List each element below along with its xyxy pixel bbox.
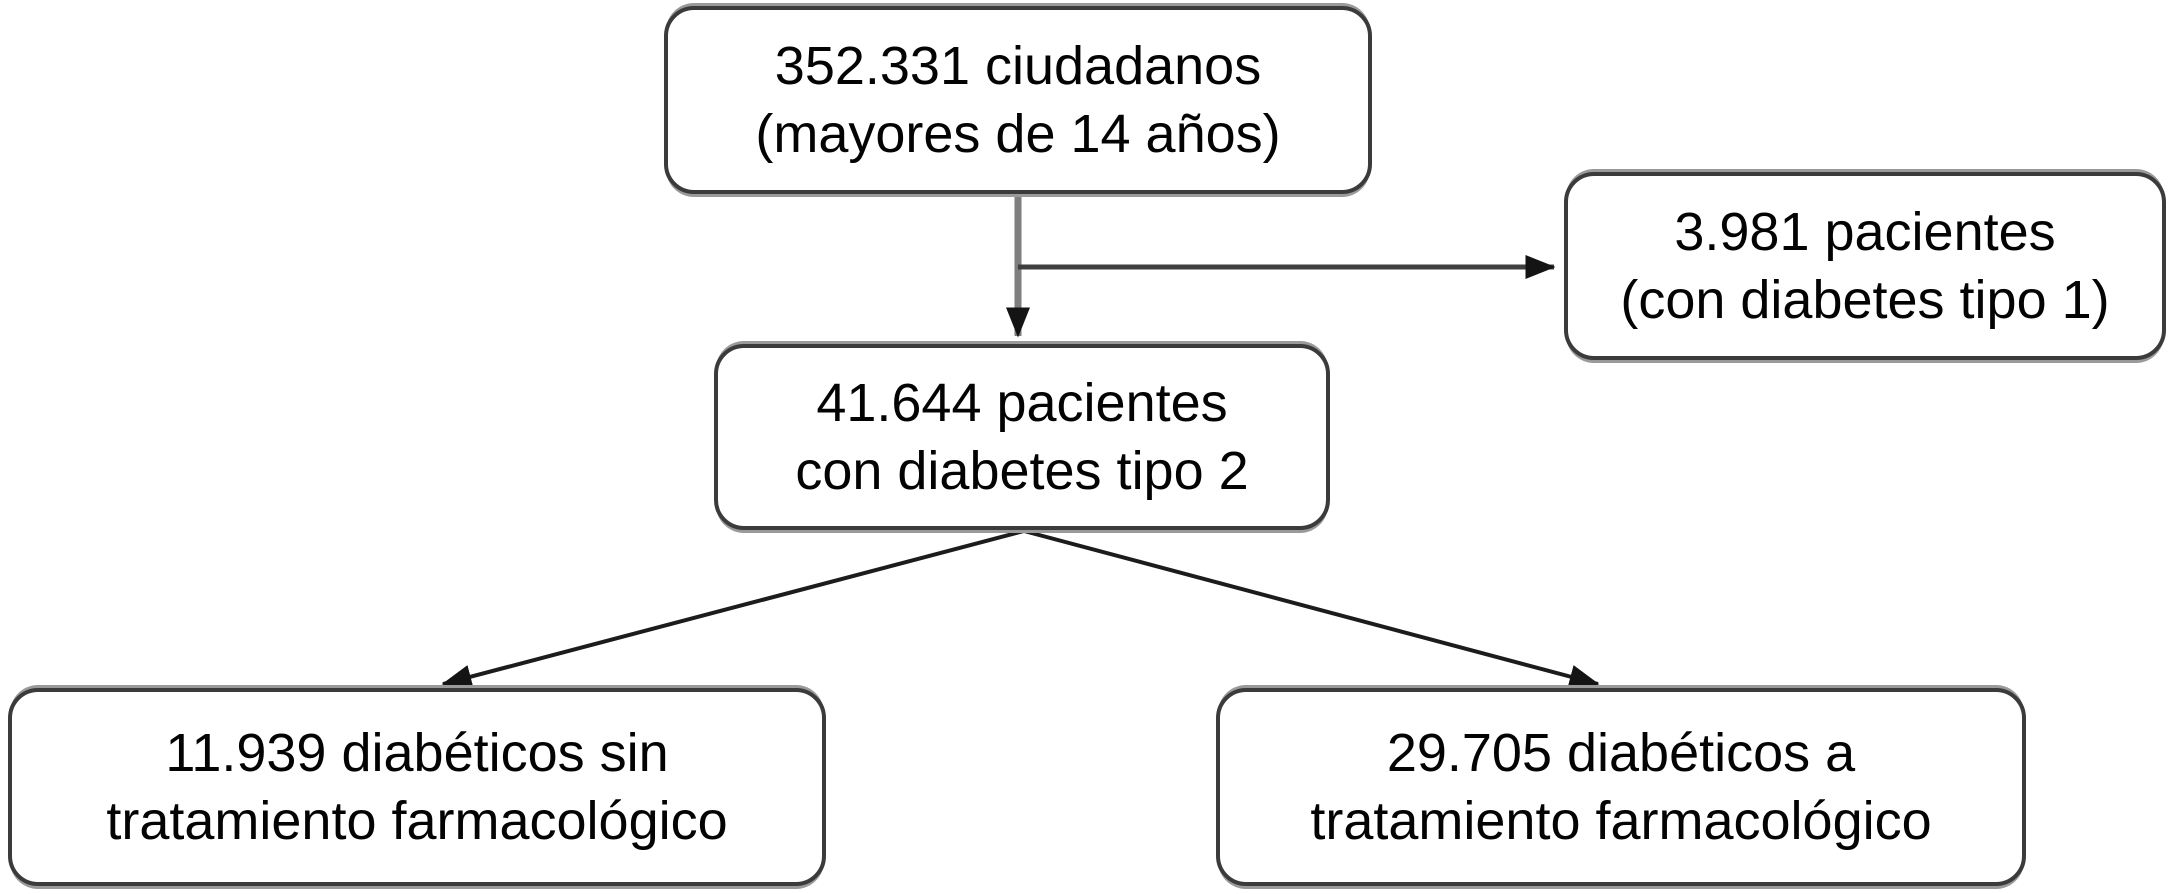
node-diabetes-tipo1: 3.981 pacientes (con diabetes tipo 1) bbox=[1564, 172, 2166, 360]
node-diabetes-tipo2-line2: con diabetes tipo 2 bbox=[795, 441, 1249, 501]
node-diabetes-tipo1-line1: 3.981 pacientes bbox=[1674, 202, 2056, 262]
node-sin-tratamiento-line1: 11.939 diabéticos sin bbox=[165, 723, 669, 783]
node-diabetes-tipo2: 41.644 pacientes con diabetes tipo 2 bbox=[714, 344, 1330, 530]
node-con-tratamiento: 29.705 diabéticos a tratamiento farmacol… bbox=[1216, 688, 2026, 886]
arrow-tipo2-to-con-tratamiento bbox=[1023, 529, 1600, 689]
node-con-tratamiento-line2: tratamiento farmacológico bbox=[1310, 791, 1932, 851]
node-diabetes-tipo2-line1: 41.644 pacientes bbox=[816, 373, 1228, 433]
node-population-line1: 352.331 ciudadanos bbox=[774, 36, 1262, 96]
node-diabetes-tipo1-line2: (con diabetes tipo 1) bbox=[1620, 270, 2110, 330]
node-sin-tratamiento-line2: tratamiento farmacológico bbox=[106, 791, 728, 851]
node-population: 352.331 ciudadanos (mayores de 14 años) bbox=[664, 6, 1372, 194]
node-population-line2: (mayores de 14 años) bbox=[755, 104, 1281, 164]
node-sin-tratamiento: 11.939 diabéticos sin tratamiento farmac… bbox=[8, 688, 826, 886]
node-con-tratamiento-line1: 29.705 diabéticos a bbox=[1386, 723, 1856, 783]
arrow-tipo2-to-sin-tratamiento bbox=[441, 529, 1025, 689]
